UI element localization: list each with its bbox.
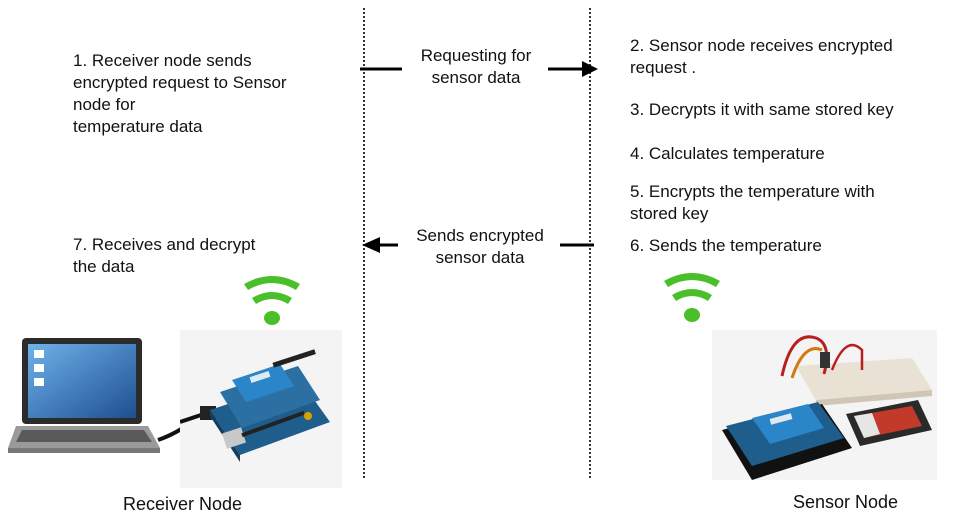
step6-text: 6. Sends the temperature (630, 236, 822, 255)
step4-text: 4. Calculates temperature (630, 144, 825, 163)
step1-text: 1. Receiver node sends encrypted request… (73, 51, 287, 136)
step5-text: 5. Encrypts the temperature with stored … (630, 182, 875, 223)
response-arrow-label: Sends encrypted sensor data (416, 226, 544, 267)
step3-text: 3. Decrypts it with same stored key (630, 100, 894, 119)
sensor-board (712, 330, 937, 480)
request-arrow-label: Requesting for sensor data (420, 46, 532, 87)
step7-text: 7. Receives and decrypt the data (73, 235, 256, 276)
sensor-node-caption: Sensor Node (793, 492, 899, 512)
response-arrow (362, 237, 594, 253)
right-divider-line (589, 8, 591, 478)
wifi-icon (244, 276, 300, 325)
receiver-node-caption: Receiver Node (123, 494, 243, 514)
receiver-board (180, 330, 342, 488)
laptop-icon (8, 338, 183, 453)
left-divider-line (363, 8, 365, 478)
request-arrow (360, 61, 598, 77)
wifi-icon (664, 273, 720, 322)
step2-text: 2. Sensor node receives encrypted reques… (630, 36, 893, 77)
